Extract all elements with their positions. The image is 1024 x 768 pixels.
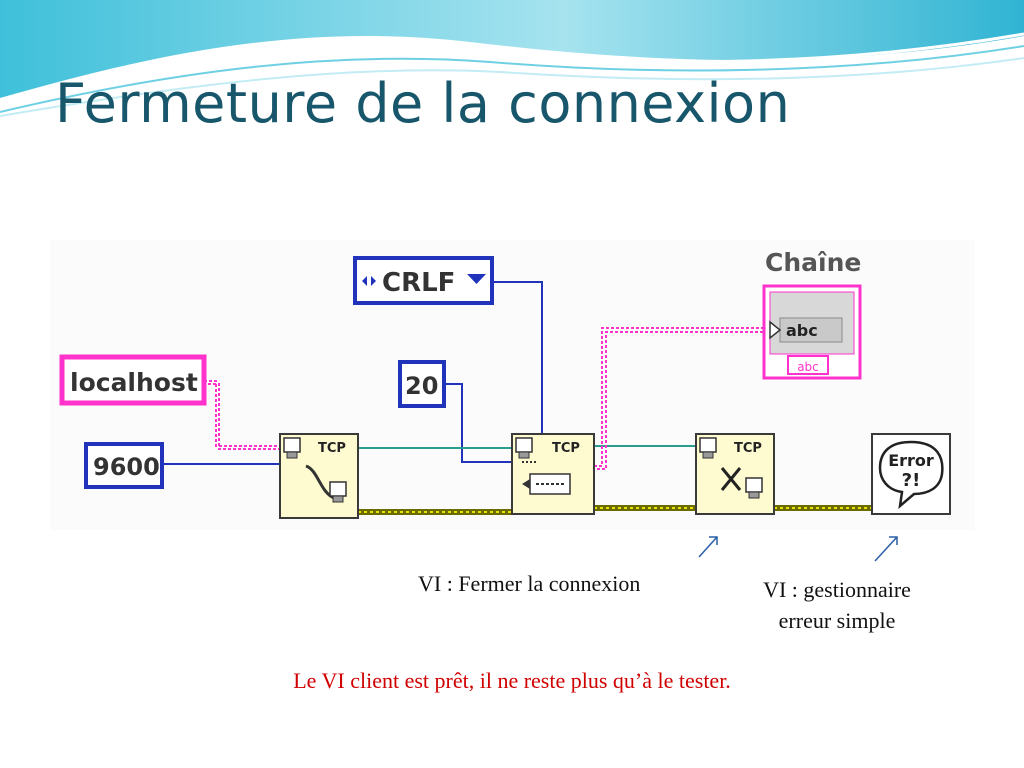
indicator-terminal-icon <box>769 320 782 340</box>
numeric-wire-timeout <box>444 383 512 463</box>
error-handler-line2: ?! <box>902 470 921 491</box>
indicator-type: abc <box>786 321 818 340</box>
port-constant[interactable]: 9600 <box>84 442 164 489</box>
slide-title: Fermeture de la connexion <box>55 72 791 135</box>
simple-error-handler-icon[interactable]: Error ?! <box>871 433 951 515</box>
caption-error-vi-line2: erreur simple <box>778 608 896 633</box>
dropdown-triangle-icon[interactable] <box>467 274 486 284</box>
header-wave-decoration <box>0 0 1024 117</box>
error-handler-line1: Error <box>888 451 934 470</box>
caption-error-vi: VI : gestionnaire erreur simple <box>732 574 942 636</box>
tcp-read-icon[interactable]: TCP <box>511 433 595 515</box>
string-wire-data <box>594 327 770 470</box>
tcp-close-label: TCP <box>734 441 762 456</box>
tcp-close-connection-icon[interactable]: TCP <box>695 433 775 515</box>
left-right-arrows-icon <box>362 276 376 286</box>
string-indicator[interactable]: abc abc <box>762 284 862 380</box>
tcp-open-connection-icon[interactable]: TCP <box>279 433 359 519</box>
error-wire <box>358 505 872 515</box>
caption-close-vi: VI : Fermer la connexion <box>418 571 641 596</box>
slide-note: Le VI client est prêt, il ne reste plus … <box>293 668 731 693</box>
host-constant-value: localhost <box>70 368 198 397</box>
arrow-close-vi <box>698 536 718 558</box>
timeout-constant-value: 20 <box>405 372 438 400</box>
refnum-wire <box>358 445 696 449</box>
host-constant[interactable]: localhost <box>59 354 207 406</box>
arrow-error-vi <box>874 536 898 562</box>
mode-enum-constant[interactable]: CRLF <box>353 256 494 305</box>
port-constant-value: 9600 <box>93 453 160 481</box>
mode-enum-value: CRLF <box>382 268 455 298</box>
indicator-label: Chaîne <box>765 248 861 277</box>
timeout-constant[interactable]: 20 <box>398 360 446 408</box>
string-wire-host <box>204 380 280 450</box>
indicator-terminal-text: abc <box>797 360 819 374</box>
tcp-read-label: TCP <box>552 441 580 456</box>
caption-error-vi-line1: VI : gestionnaire <box>763 577 911 602</box>
enum-wire-mode <box>492 281 543 436</box>
tcp-open-label: TCP <box>318 441 346 456</box>
